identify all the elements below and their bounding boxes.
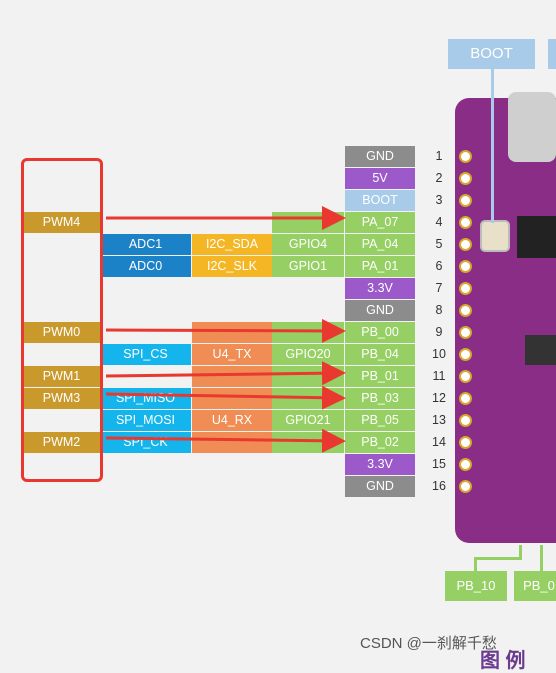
pin-number: 12 [432, 391, 446, 405]
pin-number: 11 [432, 369, 446, 383]
pin-name: PB_05 [345, 410, 415, 431]
pin-hole [459, 480, 472, 493]
uart-label [192, 366, 272, 387]
uart-label [192, 388, 272, 409]
bottom-pin-line [519, 545, 522, 559]
pwm-label: PWM0 [23, 322, 100, 343]
usb-c-connector [508, 92, 556, 162]
pwm-label: PWM2 [23, 432, 100, 453]
legend-hint: 图 例 [480, 650, 526, 672]
uart-label [192, 432, 272, 453]
pin-hole [459, 370, 472, 383]
pin-number: 6 [435, 259, 443, 273]
chip [517, 216, 556, 258]
pin-number: 1 [435, 149, 443, 163]
dev-board [455, 98, 556, 543]
pwm-label: PWM1 [23, 366, 100, 387]
adc-label: ADC1 [100, 234, 191, 255]
gpio-label: GPIO4 [272, 234, 344, 255]
pin-hole [459, 282, 472, 295]
pin-hole [459, 216, 472, 229]
uart-label [192, 322, 272, 343]
bottom-pin-line [474, 557, 522, 560]
pin-number: 7 [435, 281, 443, 295]
pin-label-pb0: PB_0 [514, 571, 556, 601]
pwm3-arrow [105, 385, 346, 410]
pin-number: 4 [435, 215, 443, 229]
pin-name: PA_01 [345, 256, 415, 277]
pwm1-arrow [105, 361, 346, 386]
pwm0-arrow [105, 318, 346, 343]
spi-label: SPI_MOSI [100, 410, 191, 431]
pin-hole [459, 326, 472, 339]
pin-number: 10 [432, 347, 446, 361]
pin-name: PB_04 [345, 344, 415, 365]
pwm-highlight-box [21, 158, 103, 482]
pin-number: 9 [435, 325, 443, 339]
pin-name: GND [345, 300, 415, 321]
pin-name: GND [345, 476, 415, 497]
pin-name: PB_00 [345, 322, 415, 343]
pin-number: 15 [432, 457, 446, 471]
pin-name: PB_03 [345, 388, 415, 409]
pin-hole [459, 392, 472, 405]
boot-callout: BOOT [448, 39, 535, 69]
pin-name: PB_01 [345, 366, 415, 387]
gpio-label: GPIO21 [272, 410, 344, 431]
pin-name: PB_02 [345, 432, 415, 453]
pwm-label: PWM4 [23, 212, 100, 233]
boot-button [480, 220, 510, 252]
pin-hole [459, 194, 472, 207]
pin-name: 3.3V [345, 454, 415, 475]
pin-name: PA_04 [345, 234, 415, 255]
pin-hole [459, 238, 472, 251]
pin-name: PA_07 [345, 212, 415, 233]
pwm2-arrow [105, 428, 346, 453]
pwm-label: PWM3 [23, 388, 100, 409]
pin-hole [459, 172, 472, 185]
gpio-label: GPIO20 [272, 344, 344, 365]
spi-label: SPI_CS [100, 344, 191, 365]
i2c-label: I2C_SDA [192, 234, 272, 255]
pin-number: 16 [432, 479, 446, 493]
bottom-pin-line [474, 557, 477, 572]
pin-name: GND [345, 146, 415, 167]
pin-name: BOOT [345, 190, 415, 211]
pin-hole [459, 436, 472, 449]
pin-label-pb10: PB_10 [445, 571, 507, 601]
pin-number: 5 [435, 237, 443, 251]
pin-number: 8 [435, 303, 443, 317]
boot-callout-edge [548, 39, 556, 69]
pin-number: 13 [432, 413, 446, 427]
gpio-label: GPIO1 [272, 256, 344, 277]
pin-hole [459, 304, 472, 317]
pin-number: 3 [435, 193, 443, 207]
i2c-label: I2C_SLK [192, 256, 272, 277]
pin-hole [459, 348, 472, 361]
pin-number: 2 [435, 171, 443, 185]
pin-number: 14 [432, 435, 446, 449]
uart-label: U4_TX [192, 344, 272, 365]
pin-hole [459, 260, 472, 273]
pin-name: 3.3V [345, 278, 415, 299]
bottom-pin-line [540, 545, 543, 572]
adc-label: ADC0 [100, 256, 191, 277]
pin-hole [459, 458, 472, 471]
watermark: CSDN @一刹解千愁 [360, 635, 497, 652]
uart-label: U4_RX [192, 410, 272, 431]
pin-name: 5V [345, 168, 415, 189]
pin-hole [459, 150, 472, 163]
chip [525, 335, 556, 365]
pin-hole [459, 414, 472, 427]
boot-callout-line [491, 69, 494, 223]
